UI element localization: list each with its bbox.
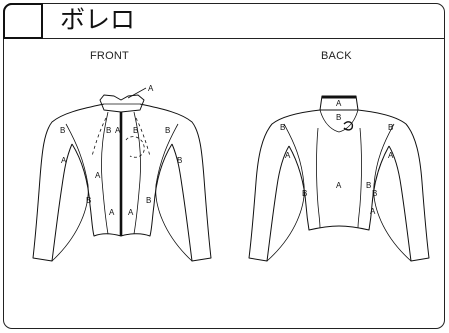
back-panel-label: B	[302, 189, 307, 198]
back-panel-label: B	[388, 123, 393, 132]
back-panel-label: A	[285, 151, 291, 160]
back-panel-label: B	[366, 181, 371, 190]
title-checkbox	[3, 3, 43, 39]
back-panel-label: A	[370, 207, 376, 216]
front-panel-label: A	[109, 208, 115, 217]
front-panel-label: B	[86, 196, 91, 205]
front-right-sleeve	[139, 103, 212, 262]
front-view-label: FRONT	[90, 50, 129, 62]
front-collar	[99, 94, 145, 113]
back-bolero-drawing	[248, 95, 430, 262]
front-panel-label: A	[61, 156, 67, 165]
front-panel-label: B	[133, 126, 138, 135]
front-panel-label: A	[128, 208, 134, 217]
back-left-sleeve	[248, 109, 321, 262]
back-bodice	[288, 145, 390, 231]
front-panel-labels: A B B A B A B A B A B A B	[60, 84, 182, 217]
back-right-sleeve	[357, 109, 430, 262]
front-panel-label: A	[115, 126, 121, 135]
front-panel-label: A	[95, 171, 101, 180]
front-panel-label: B	[60, 126, 65, 135]
front-panel-label: B	[146, 196, 151, 205]
back-panel-label: B	[372, 189, 377, 198]
back-panel-label: A	[336, 181, 342, 190]
back-panel-label: A	[388, 151, 394, 160]
pattern-card	[3, 3, 445, 329]
front-left-sleeve	[32, 103, 105, 262]
back-panel-label: B	[336, 113, 341, 122]
back-panel-label: B	[280, 123, 285, 132]
back-panel-label: A	[336, 99, 342, 108]
front-panel-label: B	[177, 156, 182, 165]
page-title: ボレロ	[60, 5, 136, 34]
front-panel-label: B	[106, 126, 111, 135]
front-bolero-drawing	[32, 87, 212, 262]
header-divider	[3, 38, 445, 39]
back-view-label: BACK	[321, 50, 352, 62]
back-panel-labels: A B B B A B A B A B A	[280, 99, 394, 216]
front-panel-label: B	[165, 126, 170, 135]
front-callout-label: A	[148, 84, 154, 93]
